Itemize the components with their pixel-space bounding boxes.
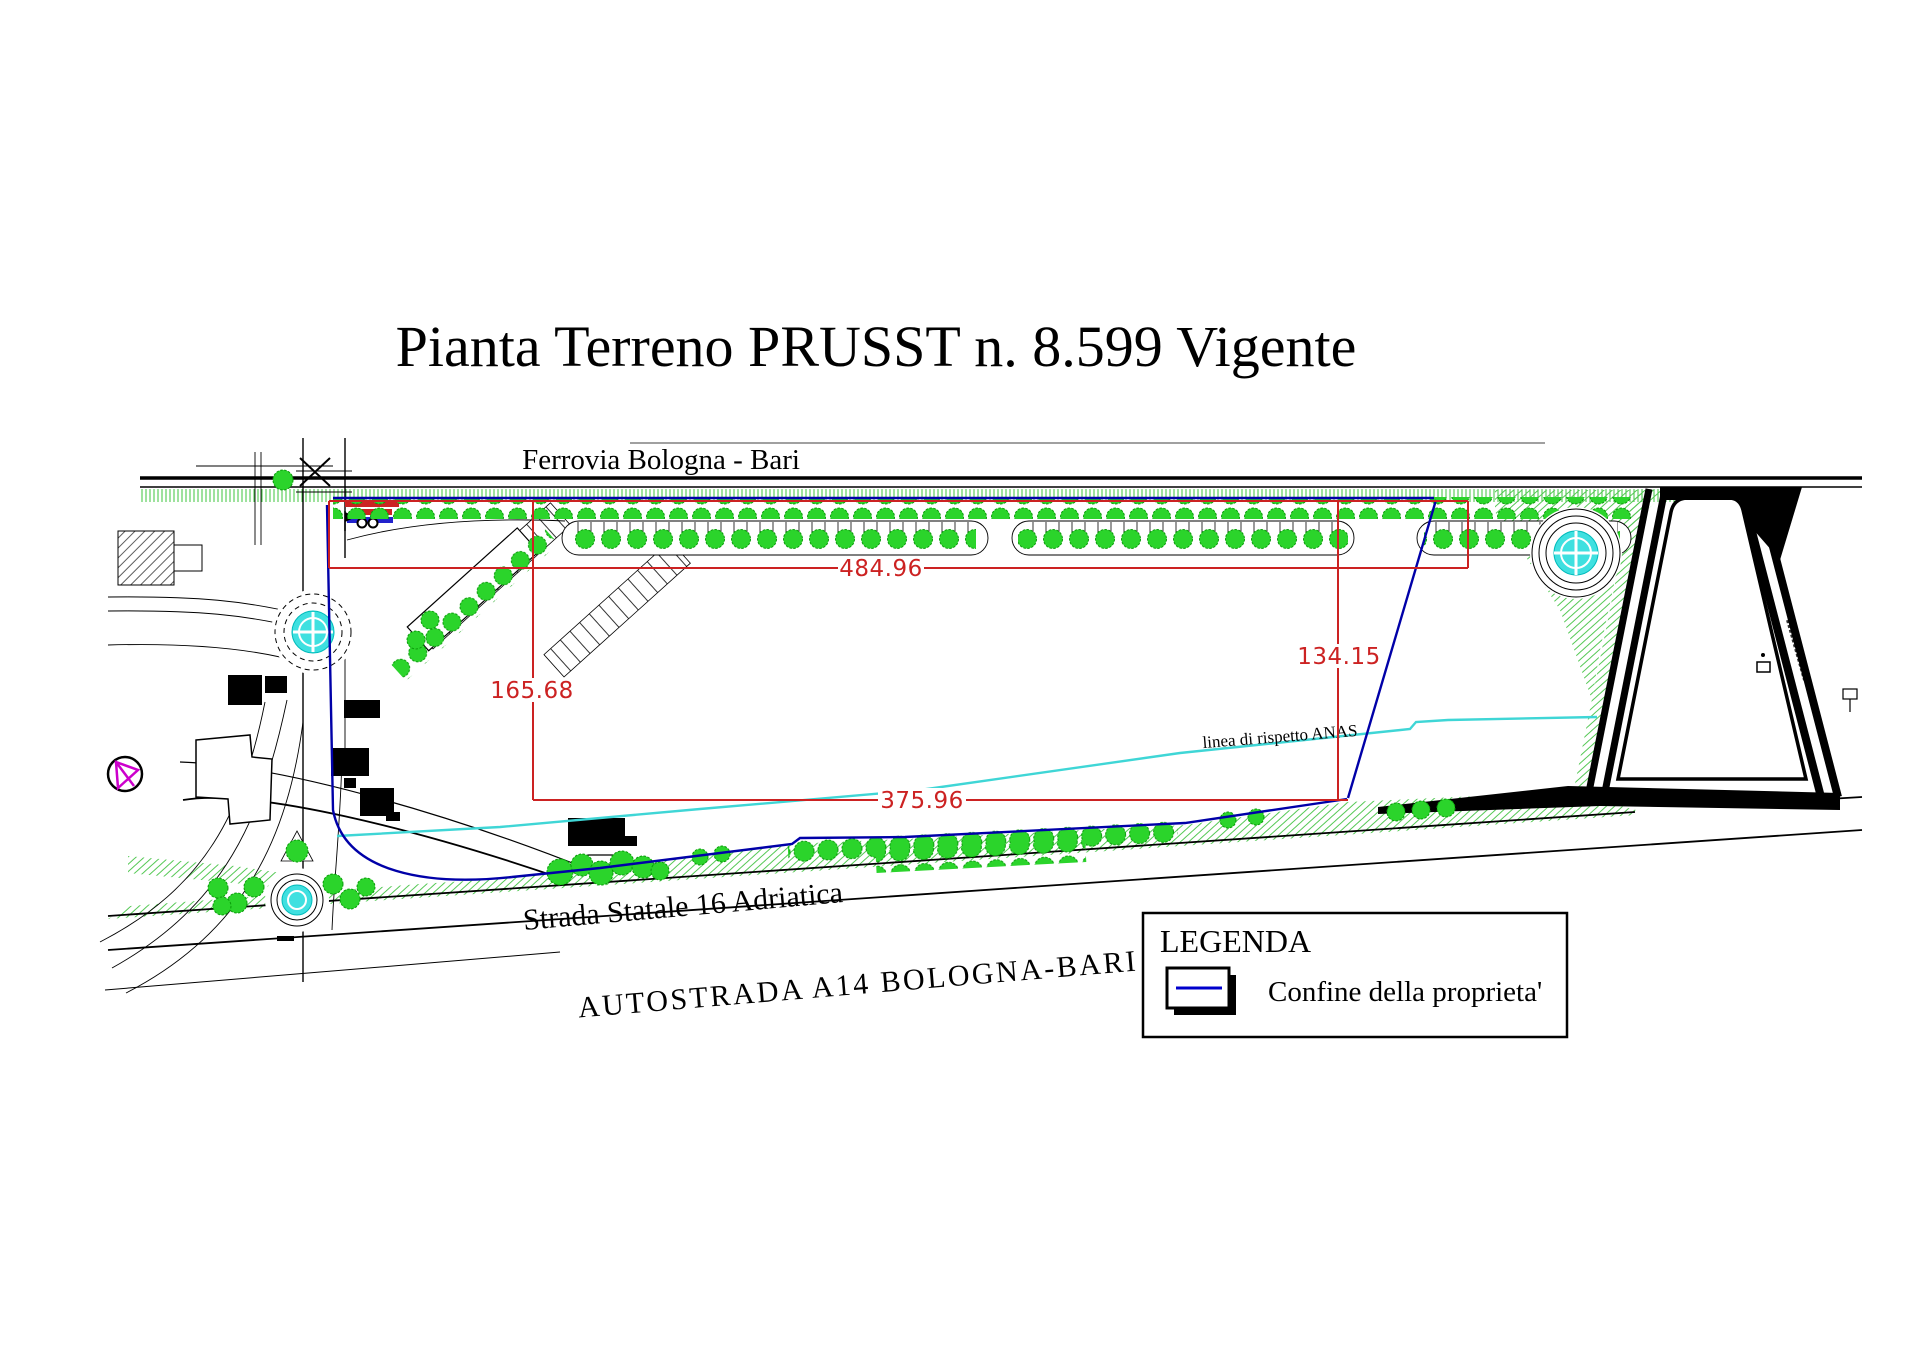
railway: Ferrovia Bologna - Bari bbox=[140, 442, 1862, 488]
motorway-label: AUTOSTRADA A14 BOLOGNA-BARI bbox=[577, 945, 1140, 1025]
tree-row-top bbox=[333, 497, 1633, 519]
dimension-top-width: 484.96 bbox=[839, 556, 922, 582]
diagonal-parking-area bbox=[389, 502, 691, 681]
dimension-labels: 484.96 165.68 134.15 375.96 bbox=[488, 556, 1383, 814]
illegible-road-text-mark bbox=[1786, 619, 1807, 681]
fountain-roundabout-right bbox=[1530, 507, 1622, 599]
tree-row-parking bbox=[574, 529, 976, 551]
property-boundary-line bbox=[325, 496, 1438, 881]
legend-box: LEGENDA Confine della proprieta' bbox=[1141, 911, 1569, 1039]
tree-row-parking bbox=[1018, 529, 1348, 551]
buildings bbox=[228, 675, 637, 846]
dimension-bottom-width: 375.96 bbox=[880, 788, 963, 814]
page-title: Pianta Terreno PRUSST n. 8.599 Vigente bbox=[396, 314, 1357, 379]
fountain-roundabout-south bbox=[265, 868, 329, 932]
survey-symbol bbox=[106, 755, 144, 793]
parking-strip bbox=[561, 520, 1632, 556]
legend-title: LEGENDA bbox=[1160, 923, 1311, 959]
dimension-left-height: 165.68 bbox=[490, 678, 573, 704]
legend-item-label: Confine della proprieta' bbox=[1268, 976, 1542, 1008]
station-area bbox=[117, 500, 399, 941]
anas-respect-line-label: linea di rispetto ANAS bbox=[1202, 721, 1358, 752]
building-outline bbox=[195, 734, 273, 825]
motorway-overpass-structure bbox=[1378, 487, 1858, 814]
station-building bbox=[117, 530, 175, 586]
dimension-right-height: 134.15 bbox=[1297, 644, 1380, 670]
railway-label: Ferrovia Bologna - Bari bbox=[522, 444, 800, 476]
fountain-roundabout-crossing bbox=[271, 590, 355, 674]
station-annex bbox=[173, 544, 203, 572]
fountain-pool bbox=[281, 884, 313, 916]
